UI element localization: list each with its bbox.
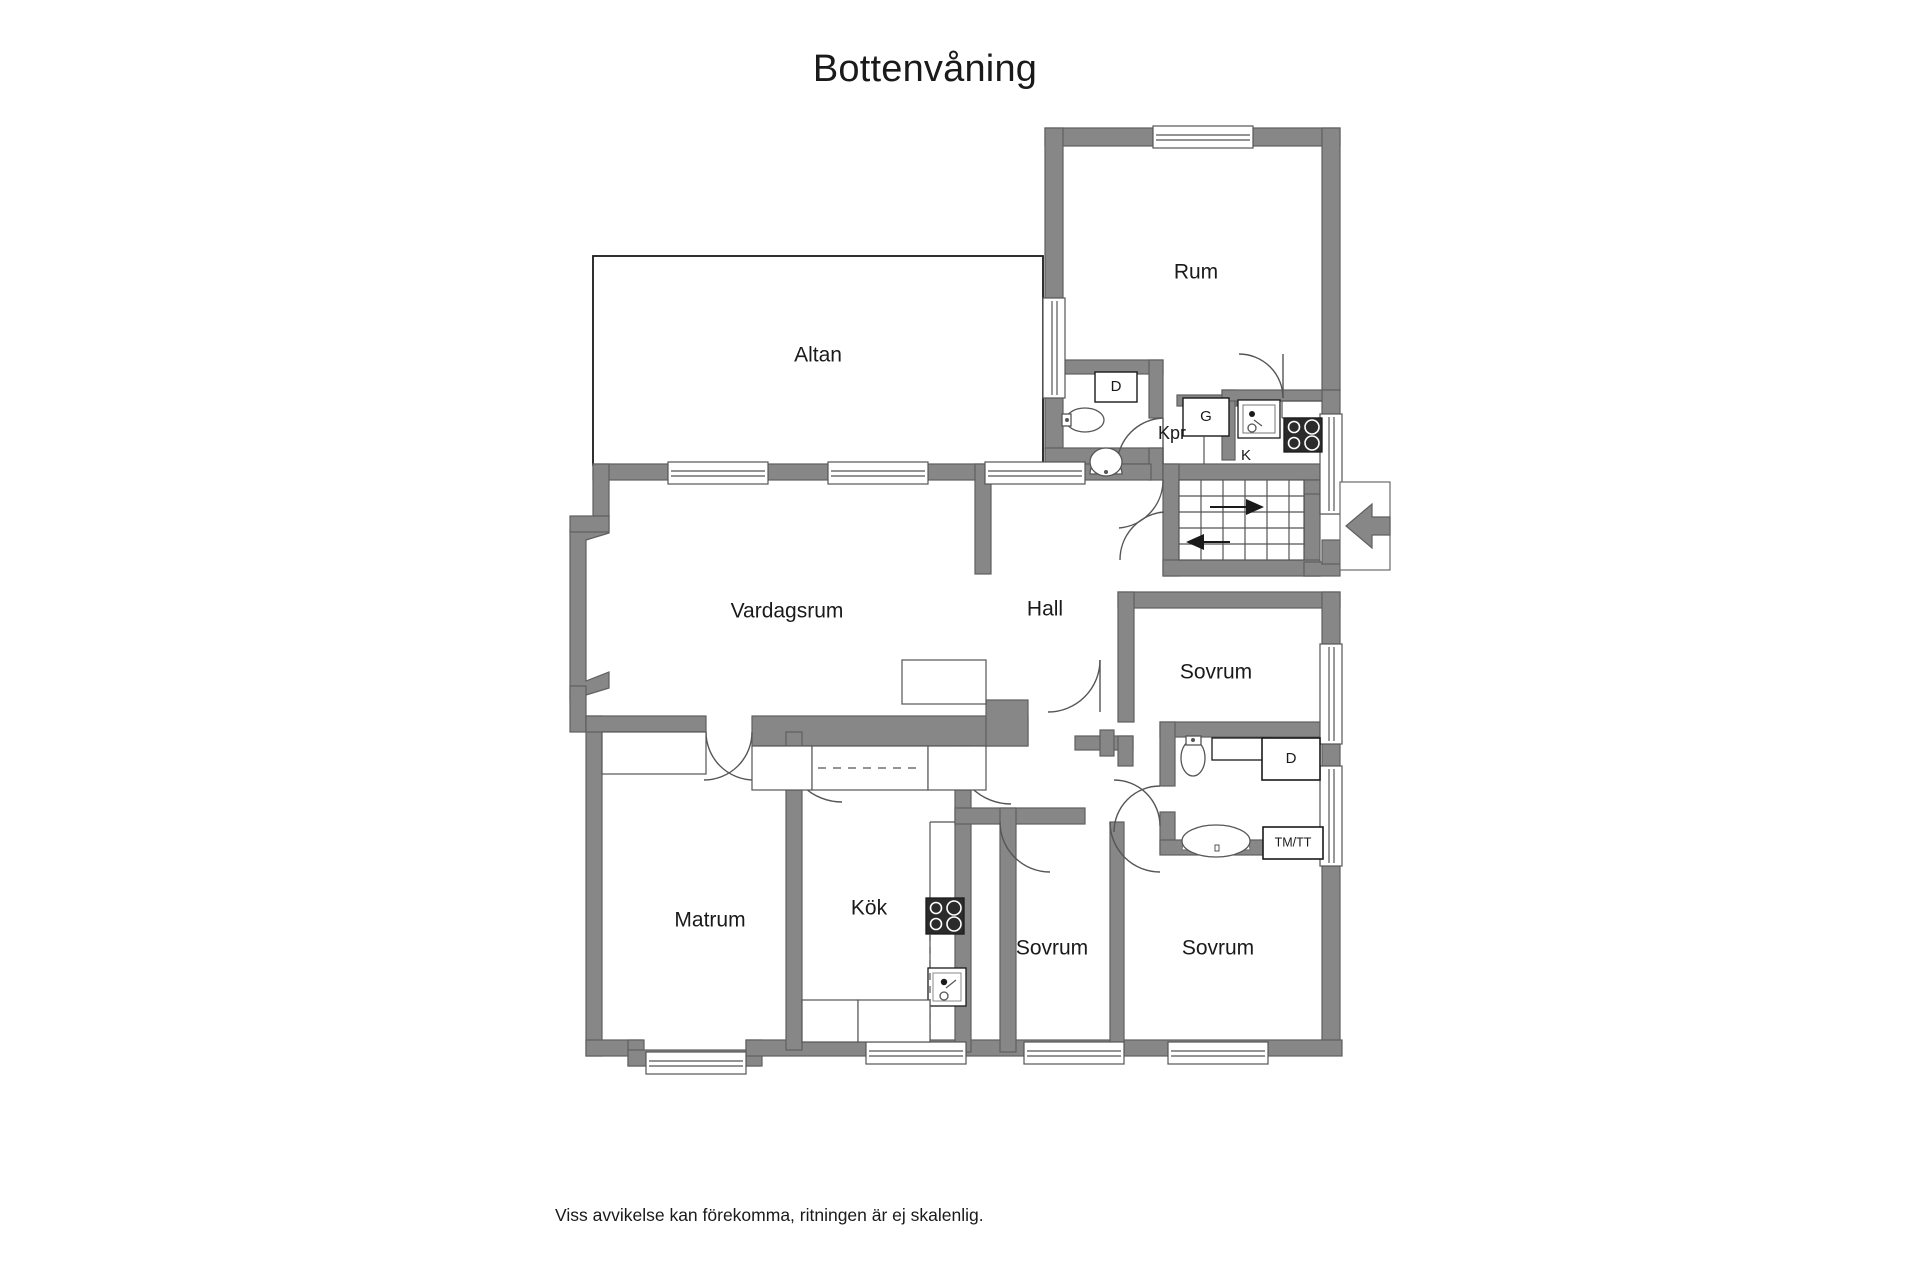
room-label-sovrum-mid: Sovrum — [1016, 937, 1088, 960]
room-label-sovrum-upper: Sovrum — [1180, 661, 1252, 684]
washbasin-icon — [1089, 447, 1123, 477]
fixture-label-dusch-wc: D — [1111, 378, 1122, 395]
entry-arrow-icon — [1339, 481, 1391, 571]
room-label-altan: Altan — [794, 344, 842, 367]
sink-icon-kok — [927, 967, 967, 1007]
fixtures — [601, 371, 1324, 1043]
stove-icon-upper — [1283, 417, 1323, 453]
room-label-sovrum-right: Sovrum — [1182, 937, 1254, 960]
altan-outline — [592, 255, 1044, 466]
room-label-vardagsrum: Vardagsrum — [731, 600, 844, 623]
fixture-label-tvattmaskin-tork: TM/TT — [1275, 835, 1312, 849]
sink-icon-upper — [1237, 399, 1281, 439]
room-label-kpr: Kpr — [1158, 423, 1186, 443]
room-labels: Altan Rum Kpr Vardagsrum Hall Sovrum Mat… — [674, 261, 1254, 960]
room-label-matrum: Matrum — [674, 909, 745, 932]
fixture-label-garderob: G — [1200, 408, 1212, 425]
toilet-icon — [1061, 407, 1105, 433]
stove-icon-kok — [925, 897, 965, 935]
fixture-label-kyl-frys: K — [1241, 447, 1251, 464]
stair-up-arrow-icon — [1210, 499, 1264, 515]
fixture-labels: D G K D TM/TT — [1111, 378, 1312, 849]
stair-down-arrow-icon — [1186, 534, 1230, 550]
fixture-label-dusch-bath: D — [1286, 750, 1297, 767]
room-label-hall: Hall — [1027, 598, 1063, 621]
page-title: Bottenvåning — [812, 48, 1038, 90]
bathtub-icon — [1181, 824, 1251, 858]
toilet-icon-bath — [1180, 735, 1206, 777]
room-label-kok: Kök — [851, 897, 888, 920]
stairs-icon — [1178, 479, 1305, 561]
disclaimer-note: Viss avvikelse kan förekomma, ritningen … — [555, 1205, 984, 1225]
room-label-rum: Rum — [1174, 261, 1218, 284]
